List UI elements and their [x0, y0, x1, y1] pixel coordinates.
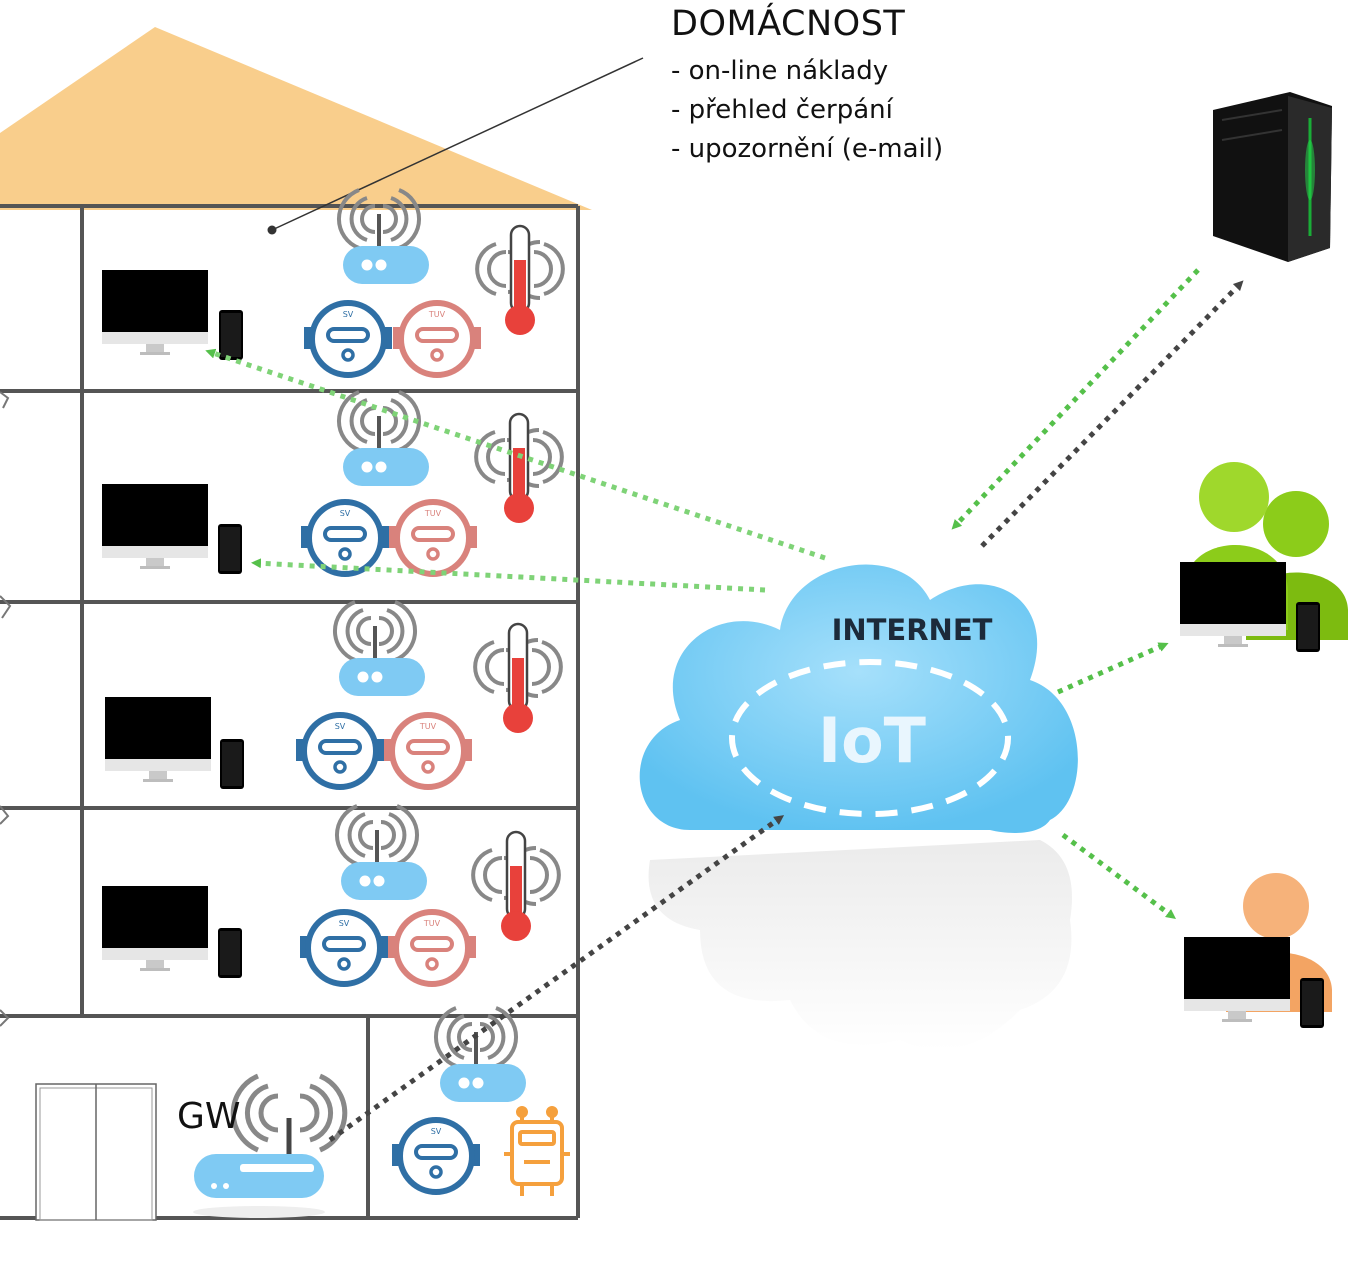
floor-3 — [105, 600, 563, 789]
hot-water-meter — [393, 303, 481, 375]
floor-2 — [102, 390, 564, 574]
callout-line — [271, 57, 644, 231]
data-flow-arrows — [205, 268, 1244, 1143]
smartphone-icon — [218, 524, 242, 574]
router-icon — [332, 600, 427, 698]
thermometer-icon — [474, 412, 564, 525]
hot-water-meter — [388, 912, 476, 984]
floor-1 — [102, 188, 565, 375]
gateway-router-icon — [193, 1073, 348, 1218]
cloud-label: INTERNET — [832, 613, 993, 647]
callout-item-costs: - on-line náklady — [671, 56, 889, 86]
smartphone-icon — [219, 310, 243, 360]
callout-title: DOMÁCNOST — [671, 4, 906, 44]
gateway-label: GW — [177, 1096, 241, 1137]
roof — [0, 27, 592, 210]
hot-water-meter — [389, 502, 477, 574]
cloud-icon — [639, 564, 1078, 833]
router-icon — [336, 390, 431, 488]
monitor-icon — [102, 270, 208, 355]
monitor-icon — [102, 484, 208, 569]
callout-item-alerts: - upozornění (e-mail) — [671, 134, 944, 164]
iot-label: IoT — [818, 704, 926, 777]
monitor-icon — [105, 697, 211, 782]
thermometer-icon — [473, 622, 563, 735]
ground-floor — [392, 1006, 570, 1196]
cloud-reflection — [648, 840, 1072, 1050]
floor-4 — [102, 804, 561, 984]
server-tower-icon — [1213, 92, 1332, 262]
thermometer-icon — [471, 830, 561, 943]
user-group-icon — [1180, 462, 1348, 652]
user-icon — [1184, 873, 1332, 1028]
heat-meter-icon — [504, 1106, 570, 1196]
monitor-icon — [102, 886, 208, 971]
cold-water-meter — [304, 303, 392, 375]
callout-item-consumption: - přehled čerpání — [671, 95, 893, 125]
building — [0, 204, 580, 1220]
elevator-icon — [35, 1083, 157, 1221]
thermometer-icon — [475, 224, 565, 337]
hot-water-meter — [384, 715, 472, 787]
smartphone-icon — [218, 928, 242, 978]
router-icon — [334, 804, 429, 902]
cold-water-meter — [392, 1120, 480, 1192]
door-marks — [0, 391, 12, 1027]
cold-water-meter — [301, 502, 389, 574]
cold-water-meter — [300, 912, 388, 984]
smartphone-icon — [220, 739, 244, 789]
callout-dot — [267, 225, 277, 235]
cold-water-meter — [296, 715, 384, 787]
